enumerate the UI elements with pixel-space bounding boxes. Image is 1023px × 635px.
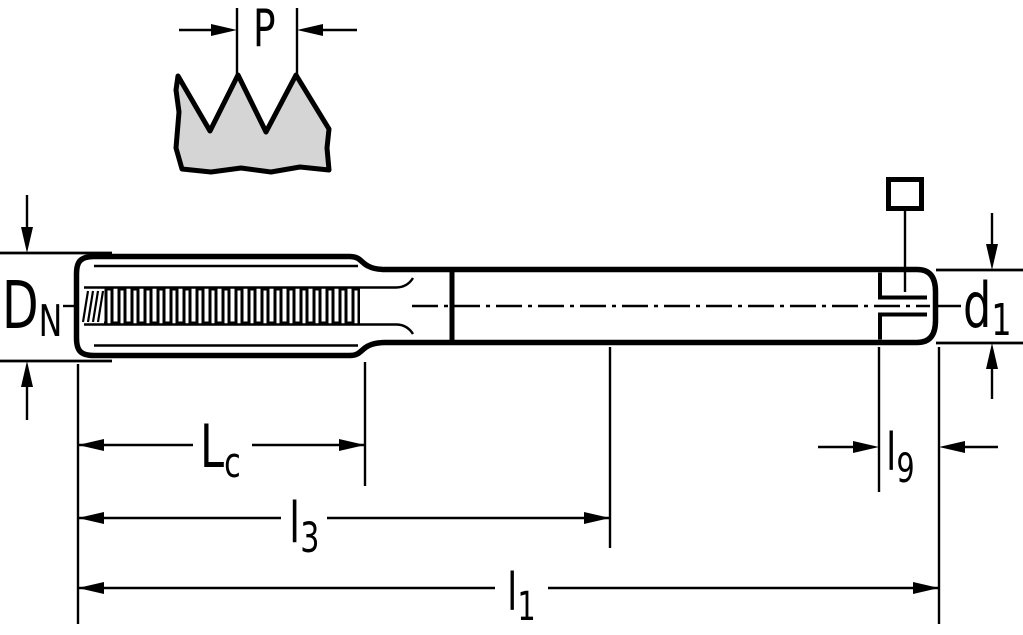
d1-arrow-top-head xyxy=(986,244,998,270)
l1-label: l1 xyxy=(507,562,536,631)
d1-label: d1 xyxy=(963,270,1011,347)
l3-arrow-right-head xyxy=(584,512,610,524)
l1-arrow-left-head xyxy=(78,582,104,594)
thread-profile-shape xyxy=(173,72,332,175)
pitch-arrow-right-head xyxy=(297,24,323,36)
thread-hatch-band xyxy=(104,287,360,325)
tap-body xyxy=(73,253,939,359)
l3-label: l3 xyxy=(289,490,319,562)
square-drive-icon xyxy=(886,177,924,211)
dn-label: DN xyxy=(2,267,62,347)
d1-arrow-bottom-head xyxy=(986,343,998,369)
flute-runout-top xyxy=(84,277,415,289)
dimension-lc: Lc xyxy=(78,362,367,487)
flute-runout-bottom xyxy=(84,323,415,335)
dimension-l1: l1 xyxy=(78,347,941,631)
lc-arrow-right-head xyxy=(339,439,365,451)
dimension-l9: l9 xyxy=(818,347,998,492)
pitch-extension-lines xyxy=(235,8,299,74)
dimension-l3: l3 xyxy=(78,347,612,562)
thread-profile-detail: P xyxy=(173,0,357,175)
dimension-dn: DN xyxy=(0,195,112,420)
dimension-d1: d1 xyxy=(936,213,1023,399)
dn-arrow-top-head xyxy=(21,227,33,253)
tap-outline xyxy=(73,253,939,359)
l1-arrow-right-head xyxy=(913,582,939,594)
square-drive-flats xyxy=(878,272,927,340)
l9-label: l9 xyxy=(886,422,915,493)
lc-label: Lc xyxy=(200,412,241,487)
l9-arrow-left-head xyxy=(853,441,879,453)
square-drive-callout xyxy=(886,177,924,292)
thread-chamfer-hatch xyxy=(81,290,105,323)
pitch-arrow-left-head xyxy=(211,24,237,36)
l9-arrow-right-head xyxy=(939,441,965,453)
lc-arrow-left-head xyxy=(78,439,104,451)
dn-arrow-bottom-head xyxy=(21,361,33,387)
l3-arrow-left-head xyxy=(78,512,104,524)
pitch-label: P xyxy=(253,0,276,59)
